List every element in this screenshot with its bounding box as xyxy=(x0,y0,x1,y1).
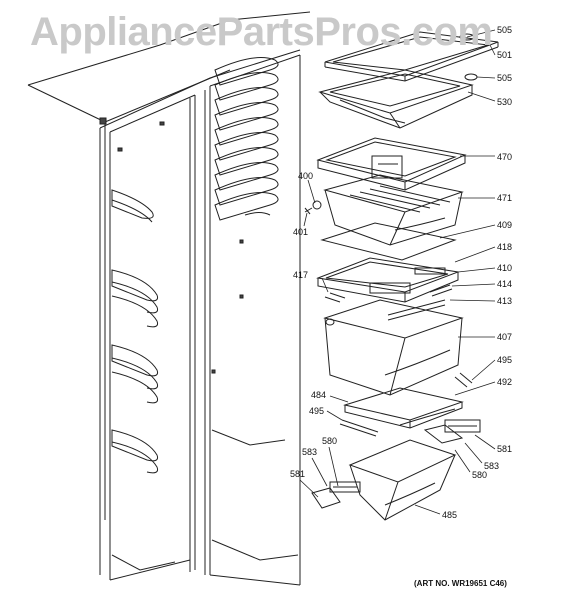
callout-418: 418 xyxy=(497,242,513,252)
callout-410: 410 xyxy=(497,263,513,273)
watermark: AppliancePartsPros.com xyxy=(30,10,493,54)
callout-530: 530 xyxy=(497,97,513,107)
callout-407: 407 xyxy=(497,332,513,342)
drawer-471 xyxy=(325,175,462,245)
freezer-shelves xyxy=(215,58,278,220)
callout-485: 485 xyxy=(442,510,458,520)
callout-580: 580 xyxy=(322,436,338,446)
leader-lines xyxy=(300,30,495,514)
callout-417: 417 xyxy=(293,270,309,280)
callout-413: 413 xyxy=(497,296,513,306)
callout-400: 400 xyxy=(298,171,314,181)
callout-501: 501 xyxy=(497,50,513,60)
callout-409: 409 xyxy=(497,220,513,230)
glass-409 xyxy=(322,223,455,260)
crisper-cover-410 xyxy=(318,258,458,320)
pan-485 xyxy=(312,420,480,520)
callout-583: 583 xyxy=(484,461,500,471)
callout-470: 470 xyxy=(497,152,513,162)
callout-492: 492 xyxy=(497,377,513,387)
art-number: (ART NO. WR19651 C46) xyxy=(414,579,507,588)
callout-484: 484 xyxy=(311,390,327,400)
shelf-501 xyxy=(325,32,498,81)
door-bins-left xyxy=(112,190,158,473)
refrigerator-cabinet xyxy=(28,12,310,585)
callout-401: 401 xyxy=(293,227,309,237)
callout-471: 471 xyxy=(497,193,513,203)
callout-580: 580 xyxy=(472,470,488,480)
callout-495: 495 xyxy=(497,355,513,365)
callout-581: 581 xyxy=(497,444,513,454)
callout-414: 414 xyxy=(497,279,513,289)
callout-505: 505 xyxy=(497,73,513,83)
callout-495: 495 xyxy=(309,406,325,416)
part-400-401 xyxy=(305,201,321,214)
pan-cover-484 xyxy=(340,373,472,436)
callout-581: 581 xyxy=(290,469,306,479)
shelf-530 xyxy=(320,70,472,128)
crisper-drawer-407 xyxy=(325,300,462,395)
cover-470 xyxy=(318,138,465,190)
callout-505: 505 xyxy=(497,25,513,35)
callout-583: 583 xyxy=(302,447,318,457)
